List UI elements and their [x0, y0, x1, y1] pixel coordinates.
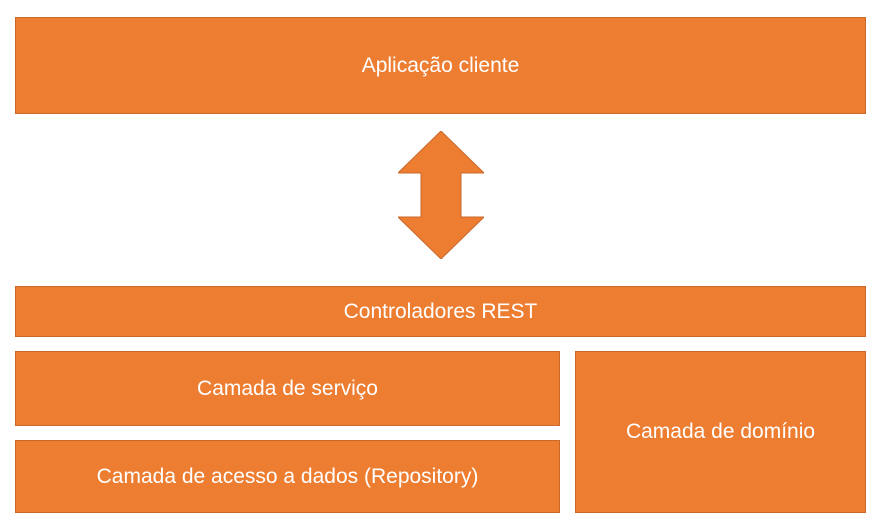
- domain-layer-label: Camada de domínio: [625, 420, 816, 443]
- client-application-label: Aplicação cliente: [361, 53, 520, 77]
- double-arrow-icon: [398, 131, 484, 259]
- service-layer-box: Camada de serviço: [15, 351, 560, 426]
- service-layer-label: Camada de serviço: [197, 376, 378, 400]
- rest-controllers-box: Controladores REST: [15, 286, 866, 337]
- data-access-layer-label: Camada de acesso a dados (Repository): [96, 464, 479, 488]
- client-application-box: Aplicação cliente: [15, 17, 866, 114]
- rest-controllers-label: Controladores REST: [343, 299, 538, 323]
- domain-layer-box: Camada de domínio: [575, 351, 866, 513]
- data-access-layer-box: Camada de acesso a dados (Repository): [15, 440, 560, 513]
